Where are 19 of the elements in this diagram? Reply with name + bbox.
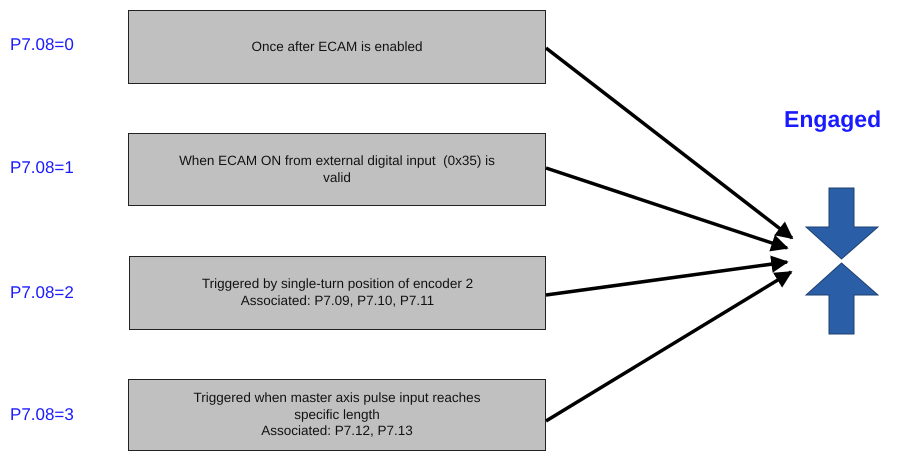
parameter-label: P7.08=2 [10,283,74,303]
parameter-label: P7.08=3 [10,405,74,425]
arrow [545,166,789,252]
arrow [544,46,794,240]
process-box [128,379,546,451]
box-text: When ECAM ON from external digital input (0x35) is valid [178,152,496,186]
box-text: Triggered when master axis pulse input reaches specific length [192,390,482,424]
box-text: Associated: P7.09, P7.10, P7.11 [240,293,434,310]
box-text: Associated: P7.12, P7.13 [261,423,413,440]
process-box [128,133,546,206]
parameter-label: P7.08=1 [10,158,74,178]
parameter-label: P7.08=0 [10,35,74,55]
state-label: Engaged [784,106,882,133]
box-text: Triggered by single-turn position of encoder 2 [202,276,474,293]
process-box [128,10,546,84]
arrow [545,270,792,422]
arrow [546,255,789,297]
box-text: Once after ECAM is enabled [251,38,423,56]
process-box [129,256,546,330]
